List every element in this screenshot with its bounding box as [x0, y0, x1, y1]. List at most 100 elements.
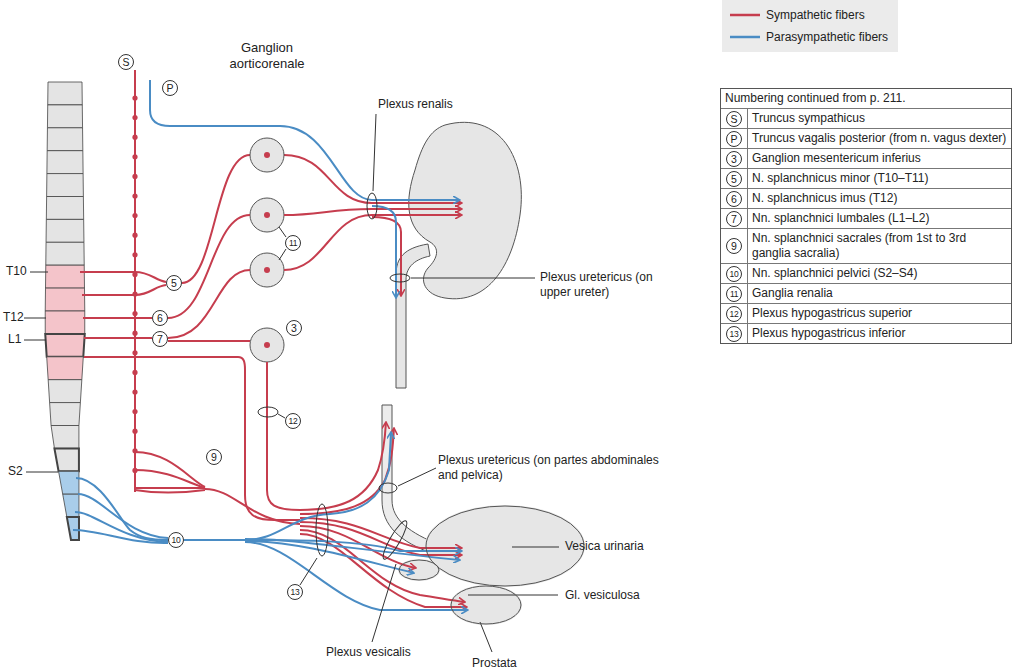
vertebral-segment — [46, 197, 83, 220]
table-cell: 12 — [721, 304, 748, 323]
numbering-table: Numbering continued from p. 211.STruncus… — [720, 88, 1012, 344]
legend-row: Sympathetic fibers — [730, 6, 865, 24]
drawing-stroke — [411, 278, 535, 279]
ganglion-circle — [250, 328, 284, 362]
ganglion-cell — [264, 152, 270, 158]
table-cell: 11 — [721, 284, 748, 303]
drawing-stroke — [184, 432, 391, 540]
callout-number: 6 — [152, 310, 168, 326]
legend-line — [730, 14, 760, 17]
drawing-stroke — [135, 452, 205, 487]
drawing-stroke — [278, 414, 285, 418]
callout-number: 12 — [285, 413, 301, 429]
callout-number: 10 — [168, 532, 184, 548]
callout-number: 13 — [287, 584, 303, 600]
segment-label: T10 — [6, 264, 27, 279]
drawing-stroke — [380, 518, 411, 561]
callout-number: 11 — [285, 235, 301, 251]
drawing-stroke — [279, 227, 286, 237]
node-outline — [450, 585, 522, 625]
vertebral-segment — [50, 403, 81, 426]
sympathetic-fibers — [80, 155, 467, 607]
drawing-stroke — [150, 80, 460, 200]
legend-text: Parasympathetic fibers — [766, 30, 888, 45]
table-cell: 10 — [721, 264, 748, 283]
table-cell: Truncus sympathicus — [748, 109, 1011, 128]
drawing-stroke — [300, 518, 462, 548]
vertebral-segment — [45, 288, 85, 311]
table-cell: 5 — [721, 169, 748, 188]
drawing-stroke — [168, 215, 250, 318]
spinal-cord — [45, 82, 85, 540]
organ-label: Prostata — [472, 656, 517, 671]
callout-number: P — [162, 80, 178, 96]
plexus-label: Plexus renalis — [378, 97, 453, 112]
vertebral-segment — [63, 494, 79, 517]
drawing-stroke — [182, 155, 250, 283]
bladder-fill — [425, 505, 585, 587]
ganglion-circle — [250, 138, 284, 172]
table-cell: Nn. splanchnici pelvici (S2–S4) — [748, 264, 1011, 283]
vertebral-segment — [45, 311, 85, 334]
vertebral-segment — [48, 82, 83, 105]
table-cell: Ganglia renalia — [748, 284, 1011, 303]
drawing-stroke — [135, 272, 166, 282]
drawing-stroke — [480, 622, 492, 652]
callout-number: 6 — [726, 191, 742, 207]
drawing-stroke — [84, 337, 135, 339]
organ-outline — [451, 586, 521, 624]
legend-swatch — [730, 32, 760, 42]
table-row: PTruncus vagalis posterior (from n. vagu… — [721, 128, 1011, 148]
trunk-ganglion — [132, 370, 137, 375]
drawing-stroke — [135, 357, 300, 520]
plexus-label: Plexus vesicalis — [326, 645, 411, 660]
vertebral-segment — [45, 334, 85, 357]
organ-label: Ganglion aorticorenale — [222, 40, 312, 72]
table-row: Numbering continued from p. 211. — [721, 89, 1011, 108]
callout-number: 10 — [726, 266, 742, 282]
drawing-stroke — [258, 407, 278, 417]
trunk-ganglion — [132, 350, 137, 355]
drawing-stroke — [135, 337, 152, 339]
trunk-ganglion — [132, 389, 137, 394]
ganglion-cells — [264, 212, 270, 348]
table-row: 7Nn. splanchnici lumbales (L1–L2) — [721, 208, 1011, 228]
ganglion-circle: Ganglion aorticorenale — [222, 40, 312, 177]
table-cell: N. splanchnicus imus (T12) — [748, 189, 1011, 208]
callout-number: 3 — [726, 151, 742, 167]
table-cell: Plexus hypogastricus superior — [748, 304, 1011, 323]
table-row: 10 Nn. splanchnici pelvici (S2–S4) — [721, 263, 1011, 283]
vertebral-segment — [47, 151, 83, 174]
table-cell: 13 — [721, 324, 748, 343]
legend-panel: Sympathetic fibersParasympathetic fibers — [722, 0, 898, 52]
trunk-ganglia — [132, 95, 137, 473]
table-row: 12Plexus hypogastricus superior — [721, 303, 1011, 323]
vertebral-segment — [46, 265, 85, 288]
prostate: Prostata — [450, 585, 522, 625]
drawing-stroke — [26, 472, 58, 473]
drawing-stroke — [372, 564, 396, 642]
vertebral-segment — [47, 174, 84, 197]
trunk-ganglion — [132, 409, 137, 414]
trunk-ganglion — [132, 233, 137, 238]
vertebral-segment — [47, 105, 82, 128]
vertebral-segment — [46, 242, 84, 265]
table-cell: Ganglion mesentericum inferius — [748, 149, 1011, 168]
drawing-stroke — [84, 356, 135, 358]
legend-swatch — [730, 10, 760, 20]
table-cell: N. splanchnicus minor (T10–T11) — [748, 169, 1011, 188]
segment-label: L1 — [8, 332, 21, 347]
table-row: 6 N. splanchnicus imus (T12) — [721, 188, 1011, 208]
vertebral-segment — [48, 380, 82, 403]
trunk-ganglion — [132, 95, 137, 100]
table-row: STruncus sympathicus — [721, 108, 1011, 128]
organ-outline — [399, 560, 439, 580]
plexus-label: Plexus uretericus (on partes abdominales… — [438, 453, 668, 483]
trunk-ganglion — [132, 115, 137, 120]
vertebral-segment — [54, 448, 79, 471]
drawing-stroke — [24, 318, 46, 319]
callout-number: 5 — [166, 275, 182, 291]
trunk-ganglion — [132, 135, 137, 140]
drawing-stroke — [512, 547, 559, 548]
trunk-ganglion — [132, 174, 137, 179]
